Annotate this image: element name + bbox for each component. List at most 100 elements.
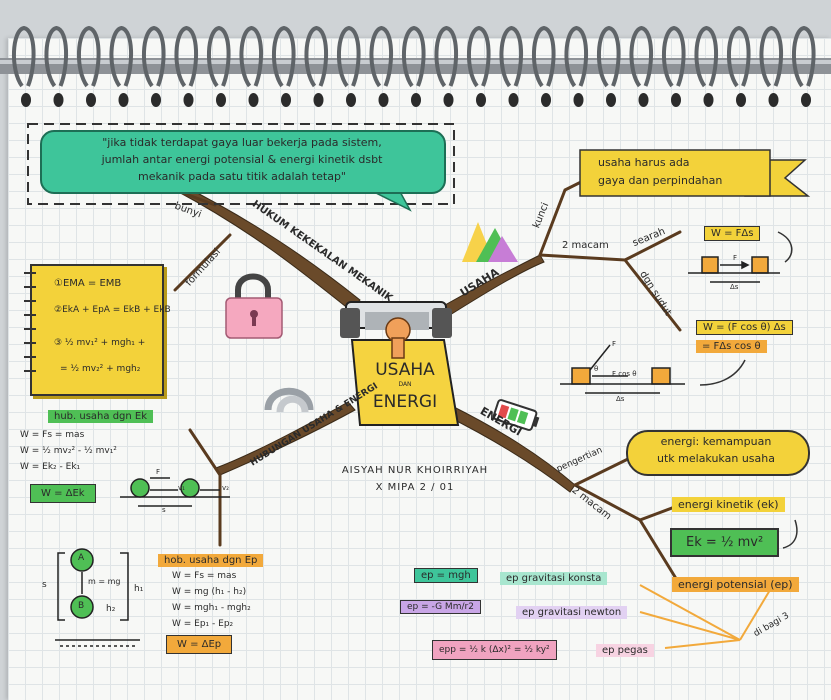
hub-ep-h1: h₁ (134, 584, 144, 594)
binding-ring (109, 25, 134, 88)
formula-sudut-1: W = (F cos θ) Δs (696, 320, 793, 335)
binding-ring (629, 25, 654, 88)
binding-hole (638, 93, 649, 107)
hub-ep-line-1: W = Fs = mas (172, 571, 237, 581)
author-class: X MIPA 2 / 01 (375, 482, 455, 493)
ek-formula: Ek = ½ mv² (670, 528, 780, 557)
hub-ek-s: s (162, 506, 166, 514)
binding-hole (151, 93, 161, 107)
spiral-binding (0, 25, 831, 107)
spiral-icon (24, 272, 36, 384)
energi-kinetik-label: energi kinetik (ek) (672, 497, 785, 512)
kunci-ribbon (579, 149, 811, 197)
binding-ring (466, 25, 491, 88)
binding-hole (183, 93, 194, 107)
binding-ring (141, 25, 166, 88)
diagram2-ds: Δs (616, 395, 625, 403)
binding-ring (11, 25, 36, 88)
binding-hole (573, 93, 584, 107)
binding-hole (476, 93, 486, 107)
binding-ring (76, 25, 101, 88)
binding-hole (703, 93, 714, 107)
hub-ep-line-2: W = mg (h₁ - h₂) (172, 587, 247, 597)
binding-hole (281, 93, 291, 107)
binding-ring (336, 25, 361, 88)
quote-box (40, 130, 446, 194)
binding-hole (606, 93, 616, 107)
binding-ring (44, 25, 69, 88)
hukum-formula-4: = ½ mv₂² + mgh₂ (60, 364, 141, 374)
hub-ek-result: W = ΔEk (30, 484, 96, 503)
quote-line-1: "jika tidak terdapat gaya luar bekerja p… (102, 136, 382, 149)
hub-ek-line-2: W = ½ mv₂² - ½ mv₁² (20, 446, 117, 456)
binding-hole (671, 93, 681, 107)
binding-hole (801, 93, 811, 107)
binding-ring (661, 25, 686, 88)
hub-ek-v1: v₁ (178, 484, 185, 492)
binding-ring (531, 25, 556, 88)
ep2-label: ep gravitasi newton (516, 606, 628, 619)
main-branches (174, 183, 576, 493)
binding-hole (118, 93, 129, 107)
usaha-macam: 2 macam (562, 240, 609, 251)
energi-pengertian-1: energi: kemampuan (660, 435, 772, 448)
hub-ek-line-1: W = Fs = mas (20, 430, 85, 440)
hub-ep-title: hob. usaha dgn Ep (158, 554, 264, 567)
hub-ep-mg: m = mg (88, 577, 121, 586)
center-title-mid: DAN (398, 381, 412, 388)
hub-ep-s: s (42, 580, 47, 590)
binding-ring (499, 25, 524, 88)
quote-line-2: jumlah antar energi potensial & energi k… (101, 153, 383, 166)
usaha-kunci-text-1: usaha harus ada (598, 156, 690, 169)
quote-dashed-border (27, 123, 455, 205)
magnet-icon (264, 387, 314, 413)
diagram1-ds: Δs (730, 283, 739, 291)
sub-branches (173, 178, 682, 587)
binding-ring (401, 25, 426, 88)
ep1-label: ep gravitasi konsta (500, 572, 608, 585)
author-name: AISYAH NUR KHOIRRIYAH (341, 465, 489, 476)
binding-ring (694, 25, 719, 88)
binding-hole (313, 93, 324, 107)
ep2-formula: ep = -G Mm/r2 (400, 600, 481, 614)
binding-hole (411, 93, 421, 107)
diagram-searah (688, 256, 780, 283)
diagram2-theta: θ (594, 365, 599, 373)
binding-ring (304, 25, 329, 88)
binding-hole (21, 93, 31, 107)
ep-fan-lines (639, 584, 771, 649)
hub-ep-line-3: W = mgh₁ - mgh₂ (172, 603, 251, 613)
binding-ring (239, 25, 264, 88)
binding-ring (434, 25, 459, 88)
hukum-formula-2: ②EkA + EpA = EkB + EkB (54, 305, 171, 315)
binding-ring (564, 25, 589, 88)
binding-ring (271, 25, 296, 88)
binding-hole (86, 93, 96, 107)
hub-ep-line-4: W = Ep₁ - Ep₂ (172, 619, 234, 629)
hukum-formula-1: ①EMA = EMB (54, 278, 122, 289)
binding-hole (216, 93, 226, 107)
hub-ek-f: F (156, 468, 161, 476)
binding-hole (541, 93, 551, 107)
energi-potensial-label: energi potensial (ep) (672, 577, 799, 592)
diagram-sudut (560, 344, 685, 394)
diagram-hub-ep (55, 548, 140, 647)
binding-hole (53, 93, 64, 107)
hukum-formula-3: ③ ½ mv₁² + mgh₁ + (54, 338, 146, 348)
hub-ep-ball-b: B (78, 601, 85, 611)
energi-pengertian-2: utk melakukan usaha (657, 452, 775, 465)
hub-ep-ball-a: A (78, 553, 85, 563)
curved-arrows (699, 231, 798, 549)
binding-ring (759, 25, 784, 88)
center-title-top: USAHA (375, 360, 435, 380)
center-title-bottom: ENERGI (372, 392, 438, 412)
binding-hole (508, 93, 519, 107)
binding-ring (206, 25, 231, 88)
diagram1-f: F (733, 254, 738, 262)
diagram-hub-ek (120, 477, 230, 507)
hub-ep-result: W = ΔEp (166, 635, 233, 654)
binding-hole (248, 93, 259, 107)
binding-hole (378, 93, 389, 107)
binding-hole (443, 93, 454, 107)
usaha-kunci-text-2: gaya dan perpindahan (598, 174, 723, 187)
